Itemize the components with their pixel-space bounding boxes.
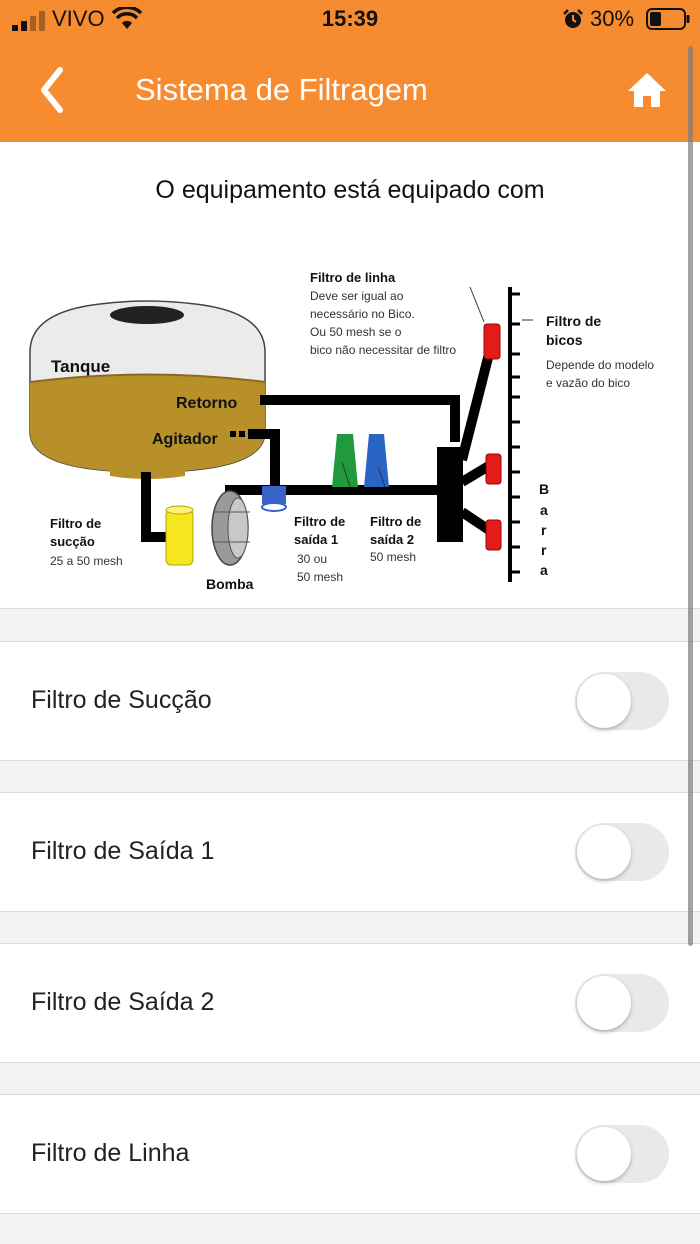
- battery-icon: [646, 8, 690, 30]
- toggle-knob: [577, 825, 631, 879]
- line-filter-shape: [483, 323, 501, 360]
- svg-text:Depende do modelo: Depende do modelo: [546, 358, 654, 372]
- diagram-labels: Tanque Retorno Agitador Bomba Filtro de …: [50, 270, 654, 592]
- home-icon: [628, 73, 666, 107]
- clock-time: 15:39: [321, 6, 379, 31]
- svg-text:bicos: bicos: [546, 332, 583, 348]
- filter-label: Filtro de Saída 2: [31, 988, 215, 1016]
- pump-shape: [211, 490, 250, 566]
- tank-shape: [29, 300, 266, 479]
- filter-row-outlet-1: Filtro de Saída 1: [0, 792, 700, 912]
- toggle-knob: [577, 1127, 631, 1181]
- svg-text:saída 2: saída 2: [370, 532, 414, 547]
- callout-arrows: [341, 286, 533, 488]
- intro-text: O equipamento está equipado com: [155, 176, 545, 204]
- svg-text:Filtro de: Filtro de: [50, 516, 101, 531]
- scrollbar[interactable]: [688, 46, 693, 946]
- filter-label: Filtro de Sucção: [31, 686, 212, 714]
- svg-text:sucção: sucção: [50, 534, 95, 549]
- boom-bar: [508, 287, 520, 582]
- svg-text:50 mesh: 50 mesh: [297, 570, 343, 584]
- wifi-icon: [112, 7, 142, 29]
- svg-text:saída 1: saída 1: [294, 532, 338, 547]
- outlet-filter-2-shape: [364, 434, 389, 487]
- svg-text:Retorno: Retorno: [176, 395, 238, 412]
- svg-text:Filtro de linha: Filtro de linha: [310, 270, 396, 285]
- svg-text:Filtro de: Filtro de: [294, 514, 345, 529]
- svg-text:Filtro de: Filtro de: [546, 313, 601, 329]
- filter-label: Filtro de Saída 1: [31, 837, 215, 865]
- outlet-1-filter-toggle[interactable]: [575, 823, 669, 881]
- svg-text:Ou 50 mesh se o: Ou 50 mesh se o: [310, 325, 402, 339]
- svg-text:B: B: [539, 481, 549, 497]
- svg-text:50 mesh: 50 mesh: [370, 550, 416, 564]
- manifold-block: [437, 447, 463, 542]
- svg-text:Tanque: Tanque: [51, 357, 110, 376]
- filter-row-outlet-2: Filtro de Saída 2: [0, 943, 700, 1063]
- filtration-diagram: Tanque Retorno Agitador Bomba Filtro de …: [29, 270, 654, 592]
- svg-text:30 ou: 30 ou: [297, 552, 327, 566]
- svg-text:Deve ser igual ao: Deve ser igual ao: [310, 289, 404, 303]
- svg-text:a: a: [540, 562, 548, 578]
- home-button[interactable]: [626, 70, 668, 110]
- svg-text:necessário no Bico.: necessário no Bico.: [310, 307, 415, 321]
- outlet-filter-1-shape: [332, 434, 358, 487]
- suction-filter-shape: [165, 505, 194, 566]
- outlet-2-filter-toggle[interactable]: [575, 974, 669, 1032]
- filter-row-suction: Filtro de Sucção: [0, 641, 700, 761]
- svg-text:Agitador: Agitador: [152, 431, 218, 448]
- chevron-left-icon: [41, 67, 63, 113]
- toggle-knob: [577, 976, 631, 1030]
- intro-section: O equipamento está equipado com: [0, 142, 700, 609]
- svg-text:25 a 50 mesh: 25 a 50 mesh: [50, 554, 123, 568]
- filter-label: Filtro de Linha: [31, 1139, 190, 1167]
- svg-text:bico não necessitar de filtro: bico não necessitar de filtro: [310, 343, 456, 357]
- navigation-bar: Sistema de Filtragem: [0, 40, 700, 142]
- svg-text:Filtro de: Filtro de: [370, 514, 421, 529]
- status-bar: VIVO 15:39 30%: [0, 0, 700, 40]
- battery-percent: 30%: [590, 6, 635, 31]
- line-filter-toggle[interactable]: [575, 1125, 669, 1183]
- nozzle-filter-top-shape: [485, 453, 502, 485]
- toggle-knob: [577, 674, 631, 728]
- suction-filter-toggle[interactable]: [575, 672, 669, 730]
- filter-row-line: Filtro de Linha: [0, 1094, 700, 1214]
- svg-text:r: r: [541, 522, 547, 538]
- back-button[interactable]: [32, 64, 76, 116]
- svg-text:r: r: [541, 542, 547, 558]
- alarm-icon: [563, 9, 583, 28]
- agitator-valve-shape: [261, 486, 287, 512]
- svg-text:Bomba: Bomba: [206, 576, 254, 592]
- carrier-name: VIVO: [52, 6, 105, 31]
- signal-icon: [12, 11, 45, 31]
- svg-text:e vazão do bico: e vazão do bico: [546, 376, 630, 390]
- nozzle-filter-bottom-shape: [485, 519, 502, 551]
- page-title: Sistema de Filtragem: [135, 72, 428, 107]
- svg-text:a: a: [540, 502, 548, 518]
